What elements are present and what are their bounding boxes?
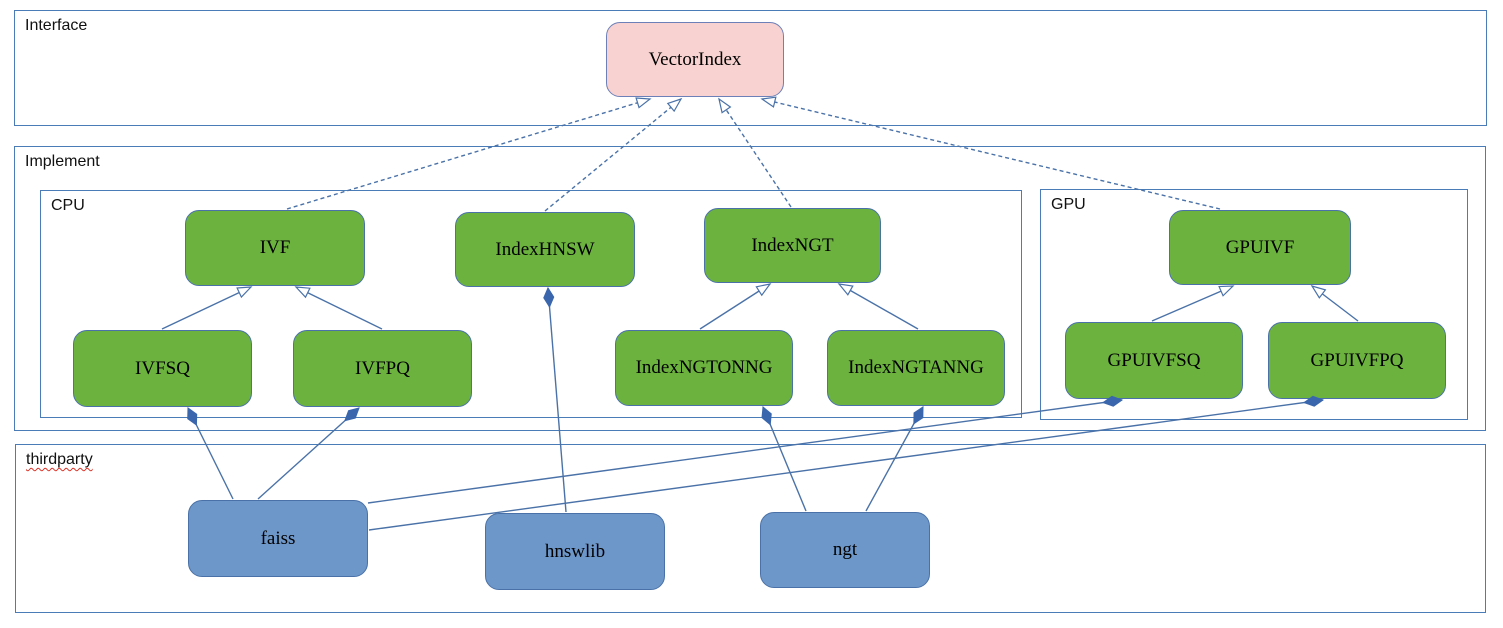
node-faiss: faiss (188, 500, 368, 577)
container-thirdparty-label: thirdparty (26, 451, 93, 468)
node-vectorindex: VectorIndex (606, 22, 784, 97)
node-ivf: IVF (185, 210, 365, 286)
node-indexngtonng: IndexNGTONNG (615, 330, 793, 406)
node-indexngtanng: IndexNGTANNG (827, 330, 1005, 406)
node-gpuivf: GPUIVF (1169, 210, 1351, 285)
node-ngt: ngt (760, 512, 930, 588)
container-interface-label: Interface (25, 17, 88, 34)
container-cpu-label: CPU (51, 197, 85, 214)
node-ivfpq: IVFPQ (293, 330, 472, 407)
container-implement-label: Implement (25, 153, 100, 170)
node-gpuivfsq: GPUIVFSQ (1065, 322, 1243, 399)
node-ivfsq: IVFSQ (73, 330, 252, 407)
node-indexhnsw: IndexHNSW (455, 212, 635, 287)
node-gpuivfpq: GPUIVFPQ (1268, 322, 1446, 399)
container-gpu-label: GPU (1051, 196, 1086, 213)
node-indexngt: IndexNGT (704, 208, 881, 283)
node-hnswlib: hnswlib (485, 513, 665, 590)
